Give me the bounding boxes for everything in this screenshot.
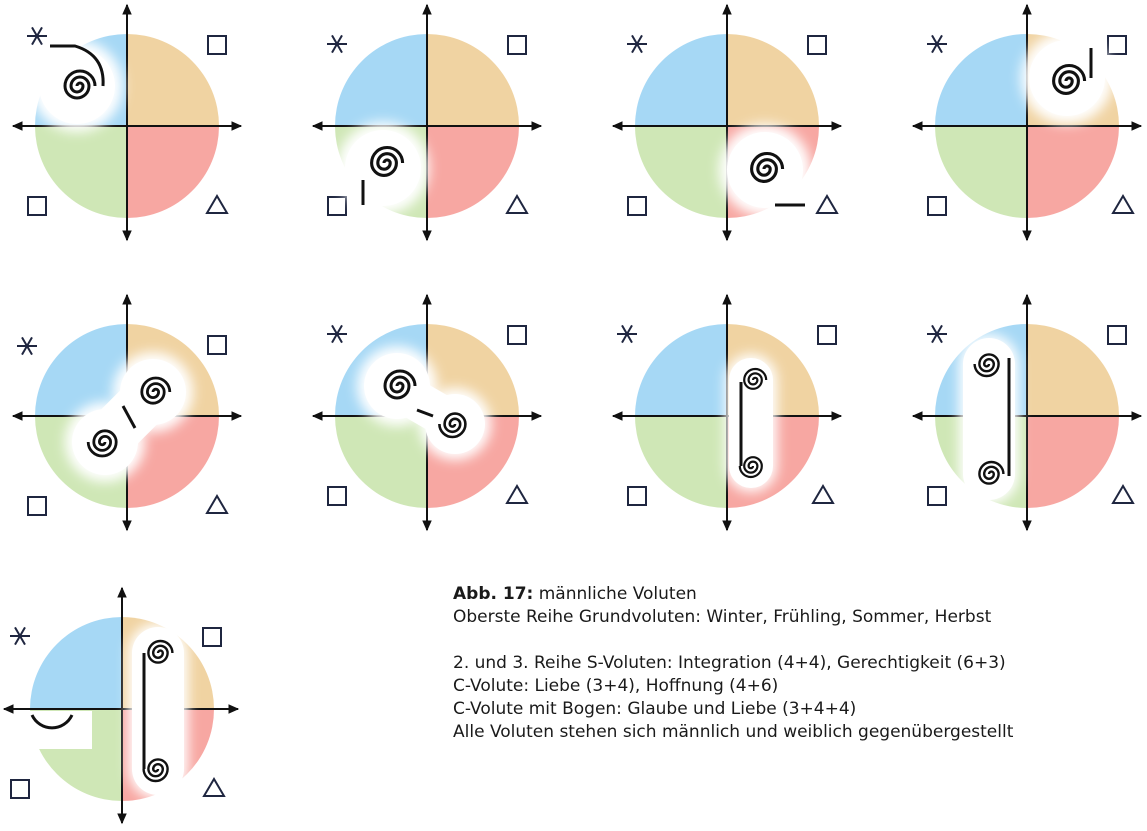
caption-title-line: Abb. 17: männliche Voluten: [453, 583, 1133, 606]
panel-glaube-liebe-c-volute-arc: [0, 583, 245, 828]
square-icon: [203, 628, 221, 646]
square-icon: [928, 487, 946, 505]
square-icon: [11, 780, 29, 798]
quadrant-winter: [635, 324, 727, 416]
triangle-icon: [207, 196, 227, 213]
asterisk-icon: [327, 35, 347, 52]
asterisk-icon: [10, 627, 30, 644]
square-icon: [818, 326, 836, 344]
triangle-icon: [813, 486, 833, 503]
panel-integration-s-volute: [5, 290, 245, 535]
quadrant-autumn: [935, 126, 1027, 218]
square-icon: [208, 336, 226, 354]
asterisk-icon: [927, 35, 947, 52]
panel-autumn-volute: [305, 0, 545, 245]
quadrant-autumn: [335, 416, 427, 508]
asterisk-icon: [617, 325, 637, 342]
spiral-volute: [1021, 32, 1113, 124]
c-volute: [959, 334, 1019, 504]
square-icon: [808, 36, 826, 54]
quadrant-summer: [127, 126, 219, 218]
caption-title: männliche Voluten: [539, 584, 697, 604]
quadrant-autumn: [35, 126, 127, 218]
caption-line-3: C-Volute: Liebe (3+4), Hoffnung (4+6): [453, 675, 1133, 698]
figure-caption: Abb. 17: männliche Voluten Oberste Reihe…: [453, 583, 1133, 744]
asterisk-icon: [627, 35, 647, 52]
triangle-icon: [507, 486, 527, 503]
asterisk-icon: [927, 325, 947, 342]
quadrant-winter: [30, 617, 122, 709]
spiral-volute: [719, 124, 811, 216]
square-icon: [328, 487, 346, 505]
square-icon: [1108, 36, 1126, 54]
panel-summer-volute: [605, 0, 845, 245]
square-icon: [28, 197, 46, 215]
square-icon: [508, 36, 526, 54]
quadrant-winter: [335, 34, 427, 126]
quadrant-spring: [727, 34, 819, 126]
c-volute: [725, 354, 777, 492]
panel-winter-volute: [5, 0, 245, 245]
quadrant-winter: [635, 34, 727, 126]
square-icon: [508, 326, 526, 344]
square-icon: [1108, 326, 1126, 344]
square-icon: [928, 197, 946, 215]
triangle-icon: [1113, 486, 1133, 503]
asterisk-icon: [17, 337, 37, 354]
square-icon: [328, 197, 346, 215]
asterisk-icon: [327, 325, 347, 342]
quadrant-summer: [427, 126, 519, 218]
quadrant-autumn: [635, 126, 727, 218]
quadrant-winter: [935, 34, 1027, 126]
triangle-icon: [817, 196, 837, 213]
c-volute: [128, 623, 188, 799]
caption-line-2: 2. und 3. Reihe S-Voluten: Integration (…: [453, 652, 1133, 675]
quadrant-autumn: [635, 416, 727, 508]
triangle-icon: [204, 779, 224, 796]
square-icon: [628, 487, 646, 505]
triangle-icon: [1113, 196, 1133, 213]
square-icon: [208, 36, 226, 54]
panel-liebe-c-volute: [605, 290, 845, 535]
quadrant-spring: [1027, 324, 1119, 416]
spiral-volute: [337, 122, 429, 214]
quadrant-summer: [1027, 126, 1119, 218]
square-icon: [628, 197, 646, 215]
triangle-icon: [507, 196, 527, 213]
quadrant-spring: [427, 34, 519, 126]
caption-label: Abb. 17:: [453, 584, 533, 604]
caption-line-5: Alle Voluten stehen sich männlich und we…: [453, 721, 1133, 744]
caption-line-4: C-Volute mit Bogen: Glaube und Liebe (3+…: [453, 698, 1133, 721]
quadrant-spring: [127, 34, 219, 126]
panel-spring-volute: [905, 0, 1145, 245]
caption-line-1: Oberste Reihe Grundvoluten: Winter, Früh…: [453, 606, 1133, 629]
triangle-icon: [207, 496, 227, 513]
asterisk-icon: [27, 27, 47, 44]
arc-element: [24, 711, 92, 749]
spiral-volute: [31, 40, 123, 132]
quadrant-summer: [1027, 416, 1119, 508]
panel-gerechtigkeit-s-volute: [305, 290, 545, 535]
square-icon: [28, 497, 46, 515]
panel-hoffnung-c-volute: [905, 290, 1145, 535]
